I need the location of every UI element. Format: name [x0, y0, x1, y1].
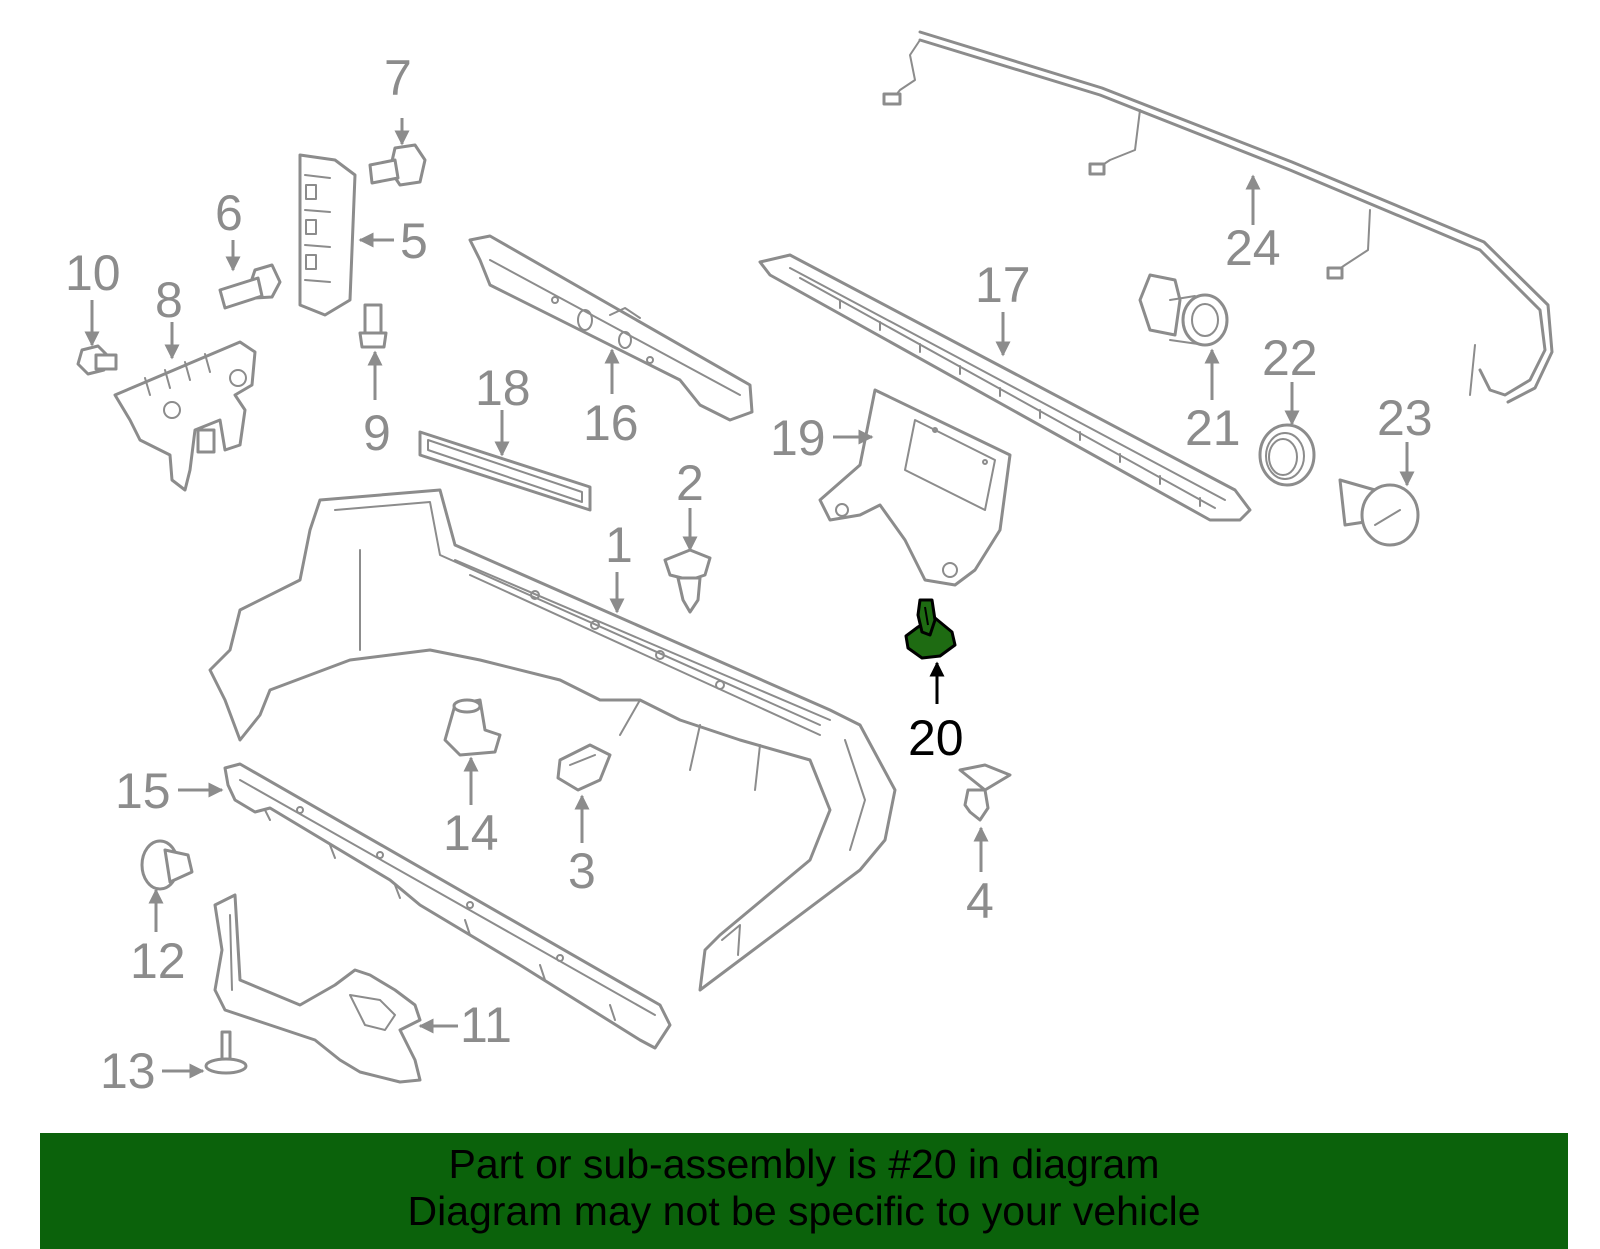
callout-18: 18: [475, 360, 531, 416]
callout-4: 4: [966, 873, 994, 929]
callout-2: 2: [676, 455, 704, 511]
callout-11: 11: [460, 997, 512, 1053]
callout-16: 16: [583, 395, 639, 451]
callout-12: 12: [130, 933, 186, 989]
callout-1: 1: [605, 517, 633, 573]
part-1-bumper-cover: [208, 488, 897, 992]
callout-9: 9: [363, 405, 391, 461]
part-10-nut: [76, 344, 118, 376]
part-8-bracket: [113, 340, 257, 492]
callout-8: 8: [155, 272, 183, 328]
callout-17: 17: [975, 257, 1031, 313]
part-20-clip-highlighted: [904, 598, 957, 660]
callout-5: 5: [400, 213, 428, 269]
callout-10: 10: [65, 245, 121, 301]
part-19-plate-bracket: [818, 388, 1012, 587]
part-24-wiring-harness: [882, 30, 1554, 404]
leader-lines: [84, 118, 1415, 1079]
part-3-clip: [556, 743, 612, 792]
part-5-bracket: [298, 153, 357, 317]
callout-22: 22: [1262, 330, 1318, 386]
part-21-sensor: [1138, 273, 1229, 347]
callout-6: 6: [215, 185, 243, 241]
part-16-reinforcement: [468, 234, 754, 422]
callout-19: 19: [770, 410, 826, 466]
part-15-lower-reinforcement: [223, 762, 672, 1050]
banner-line-1: Part or sub-assembly is #20 in diagram: [448, 1141, 1160, 1187]
part-4-clip: [958, 763, 1012, 822]
part-17-trim-strip: [758, 253, 1252, 522]
callout-20-highlighted: 20: [908, 710, 964, 766]
part-23-sensor-cap: [1338, 478, 1420, 547]
part-13-push-pin: [204, 1030, 248, 1075]
banner-line-2: Diagram may not be specific to your vehi…: [407, 1188, 1201, 1234]
callout-3: 3: [568, 843, 596, 899]
part-12-grommet: [140, 839, 194, 891]
part-7-bolt: [368, 143, 427, 187]
info-banner: Part or sub-assembly is #20 in diagram D…: [40, 1133, 1568, 1249]
part-9-stud: [358, 303, 388, 349]
callout-23: 23: [1377, 390, 1433, 446]
part-2-clip: [663, 548, 712, 614]
callout-7: 7: [384, 50, 412, 106]
part-18-reflector: [418, 430, 592, 512]
callout-15: 15: [115, 763, 171, 819]
callout-labels: 7 5 6 10 8 9 18 16 17 19 24 21 22 23 1 2…: [65, 50, 1433, 1099]
callout-21: 21: [1185, 400, 1241, 456]
part-14-clip: [443, 698, 502, 757]
callout-24: 24: [1225, 220, 1281, 276]
part-22-ring: [1258, 423, 1316, 487]
callout-13: 13: [100, 1043, 156, 1099]
part-6-bolt: [218, 263, 282, 310]
callout-14: 14: [443, 805, 499, 861]
part-11-side-bracket: [213, 893, 422, 1084]
parts-diagram: 7 5 6 10 8 9 18 16 17 19 24 21 22 23 1 2…: [65, 30, 1554, 1099]
